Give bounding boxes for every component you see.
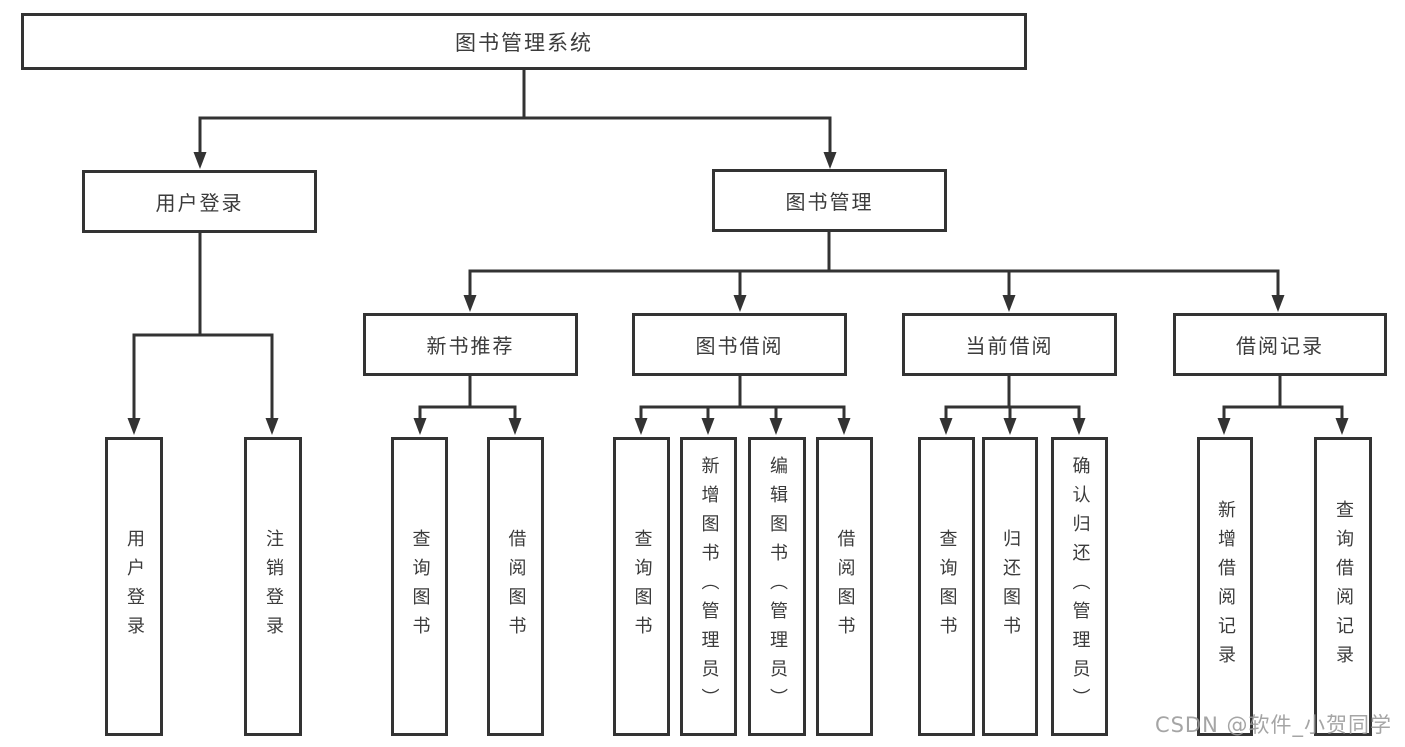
leaf-edit-books-admin: 编辑图书（管理员） (748, 437, 806, 736)
node-label: 图书管理系统 (455, 30, 593, 55)
leaf-return-books: 归还图书 (982, 437, 1038, 736)
leaf-label: 归还图书 (1000, 528, 1021, 645)
leaf-query-books-current: 查询图书 (918, 437, 975, 736)
node-label: 新书推荐 (426, 334, 515, 358)
leaf-label: 编辑图书（管理员） (767, 456, 788, 717)
leaf-query-books-recommend: 查询图书 (391, 437, 448, 736)
leaf-label: 注销登录 (263, 528, 284, 645)
node-current-borrow: 当前借阅 (902, 313, 1117, 376)
leaf-label: 确认归还（管理员） (1069, 456, 1091, 717)
node-library-management-system: 图书管理系统 (21, 13, 1027, 70)
leaf-query-borrow-record: 查询借阅记录 (1314, 437, 1372, 736)
leaf-label: 新增借阅记录 (1215, 499, 1236, 674)
leaf-add-books-admin: 新增图书（管理员） (680, 437, 737, 736)
leaf-label: 查询图书 (936, 528, 958, 645)
node-new-book-recommend: 新书推荐 (363, 313, 578, 376)
leaf-label: 借阅图书 (834, 528, 856, 645)
leaf-label: 借阅图书 (505, 528, 527, 645)
node-user-login: 用户登录 (82, 170, 317, 233)
leaf-label: 用户登录 (124, 528, 145, 645)
node-label: 借阅记录 (1236, 334, 1324, 358)
node-book-management: 图书管理 (712, 169, 947, 232)
leaf-logout-login: 注销登录 (244, 437, 302, 736)
node-label: 用户登录 (155, 191, 244, 215)
leaf-query-books-borrow: 查询图书 (613, 437, 670, 736)
node-label: 当前借阅 (965, 334, 1054, 358)
leaf-label: 查询图书 (409, 528, 431, 645)
leaf-borrow-books: 借阅图书 (816, 437, 873, 736)
node-book-borrow: 图书借阅 (632, 313, 847, 376)
csdn-watermark: CSDN @软件_小贺同学 (1154, 713, 1392, 737)
leaf-add-borrow-record: 新增借阅记录 (1197, 437, 1253, 736)
node-label: 图书管理 (785, 190, 874, 214)
leaf-user-login: 用户登录 (105, 437, 163, 736)
node-borrow-records: 借阅记录 (1173, 313, 1387, 376)
leaf-confirm-return-admin: 确认归还（管理员） (1051, 437, 1108, 736)
node-label: 图书借阅 (695, 334, 784, 358)
leaf-label: 查询借阅记录 (1333, 499, 1354, 674)
leaf-label: 新增图书（管理员） (698, 456, 720, 717)
leaf-label: 查询图书 (631, 528, 653, 645)
leaf-borrow-books-recommend: 借阅图书 (487, 437, 544, 736)
